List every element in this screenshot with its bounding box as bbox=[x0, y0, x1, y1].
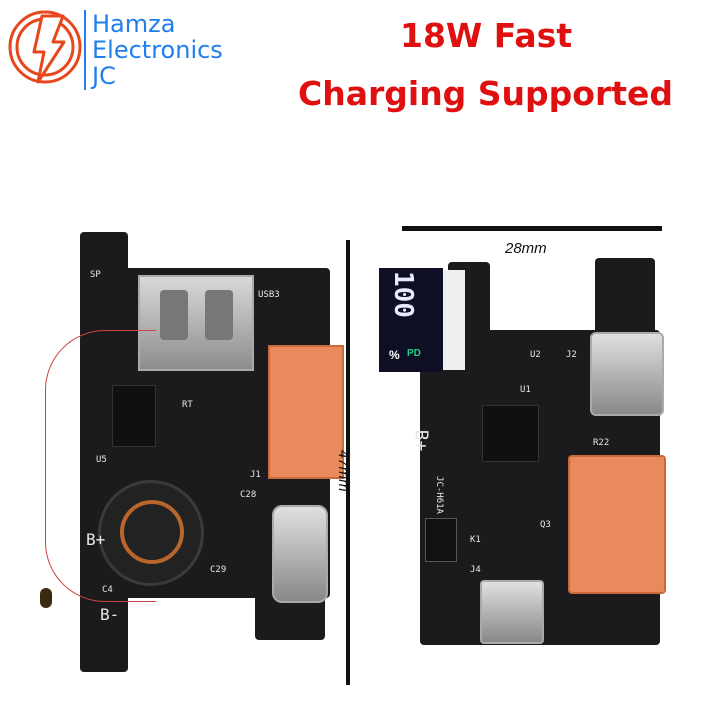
usb-a-contact bbox=[205, 290, 233, 340]
usb-a-port-orange bbox=[268, 345, 344, 479]
silk-label: R22 bbox=[593, 438, 610, 448]
led-display: 100 % PD bbox=[379, 268, 443, 372]
usb-c-port bbox=[272, 505, 328, 603]
usb-c-port bbox=[590, 332, 664, 416]
lightning-bolt-circle-icon bbox=[8, 10, 82, 84]
logo-line-2: Electronics bbox=[92, 36, 223, 64]
silk-label: J4 bbox=[470, 565, 481, 575]
silk-label: Q3 bbox=[540, 520, 551, 530]
headline-line-1: 18W Fast bbox=[400, 16, 573, 55]
display-digits: 100 bbox=[388, 271, 418, 318]
ic-chip bbox=[112, 385, 156, 447]
silk-label: C4 bbox=[102, 585, 113, 595]
silk-label: B+ bbox=[86, 530, 106, 549]
logo-divider bbox=[84, 10, 86, 90]
silk-label: C28 bbox=[240, 490, 257, 500]
logo-line-1: Hamza bbox=[92, 10, 176, 38]
logo-line-3: JC bbox=[92, 62, 116, 90]
usb-a-port-orange bbox=[568, 455, 666, 594]
silk-label: SP bbox=[90, 270, 101, 280]
board-model-text: JC-H61A bbox=[433, 476, 444, 514]
width-dimension-line bbox=[402, 226, 662, 231]
push-button bbox=[425, 518, 457, 562]
silk-label: B+ bbox=[410, 429, 432, 452]
silk-label: J2 bbox=[566, 350, 577, 360]
silk-label: J1 bbox=[250, 470, 261, 480]
display-pd: PD bbox=[407, 348, 421, 359]
silk-label: USB3 bbox=[258, 290, 280, 300]
display-percent: % bbox=[389, 348, 400, 362]
right-pcb-tab bbox=[595, 258, 655, 338]
silk-label: U1 bbox=[520, 385, 531, 395]
headline-line-2: Charging Supported bbox=[298, 74, 674, 113]
thermistor bbox=[40, 588, 52, 608]
controller-chip bbox=[482, 405, 539, 462]
silk-label: RT bbox=[182, 400, 193, 410]
silk-label: U5 bbox=[96, 455, 107, 465]
silk-label: U2 bbox=[530, 350, 541, 360]
height-dimension-line bbox=[346, 240, 350, 685]
display-side bbox=[443, 270, 465, 370]
usb-a-contact bbox=[160, 290, 188, 340]
silk-label: B- bbox=[100, 605, 120, 624]
width-dimension-label: 28mm bbox=[505, 240, 547, 257]
silk-label: C29 bbox=[210, 565, 227, 575]
silk-label: K1 bbox=[470, 535, 481, 545]
micro-port bbox=[480, 580, 544, 644]
thermistor-wire bbox=[45, 330, 156, 602]
usb-a-port bbox=[138, 275, 254, 371]
height-dimension-label: 47mm bbox=[335, 450, 352, 492]
